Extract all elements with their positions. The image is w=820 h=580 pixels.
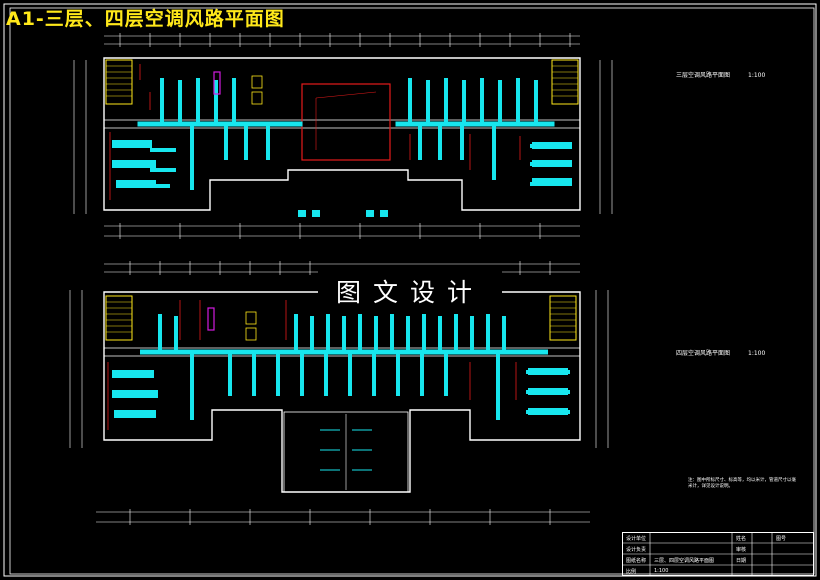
upper-plan-scale: 1:100	[748, 72, 766, 79]
title-block-field-1: 姓名	[736, 536, 747, 542]
title-block-row-2: 设计负责	[626, 547, 647, 553]
sheet-border	[3, 3, 817, 577]
title-block-row-1: 设计单位	[626, 536, 647, 542]
upper-floor-plan	[73, 33, 613, 239]
drawing-note: 注：图中所标尺寸、标高等，均以米计，管道尺寸以毫米计，详见设计说明。	[688, 478, 796, 489]
upper-plan-label: 三层空调风路平面图 1:100	[676, 70, 765, 79]
lower-plan-label: 四层空调风路平面图 1:100	[676, 348, 765, 357]
inner-border	[9, 7, 815, 575]
title-block-row-3: 图纸名称	[626, 558, 647, 564]
title-block-field-3: 日期	[736, 558, 747, 564]
title-block-scale: 1:100	[654, 568, 669, 574]
title-block-grid	[622, 532, 814, 576]
title-block-field-4: 图号	[776, 536, 787, 542]
title-block-field-2: 审核	[736, 547, 747, 553]
sheet-title: A1-三层、四层空调风路平面图	[6, 8, 285, 30]
title-block-drawing-name: 三层、四层空调风路平面图	[654, 558, 715, 564]
lower-floor-plan	[69, 261, 609, 525]
title-block	[622, 532, 814, 576]
upper-plan-name: 三层空调风路平面图	[676, 72, 731, 79]
lower-plan-scale: 1:100	[748, 350, 766, 357]
watermark-banner: 图文设计	[318, 268, 502, 314]
lower-plan-name: 四层空调风路平面图	[676, 350, 731, 357]
title-block-row-4: 比例	[626, 569, 637, 575]
